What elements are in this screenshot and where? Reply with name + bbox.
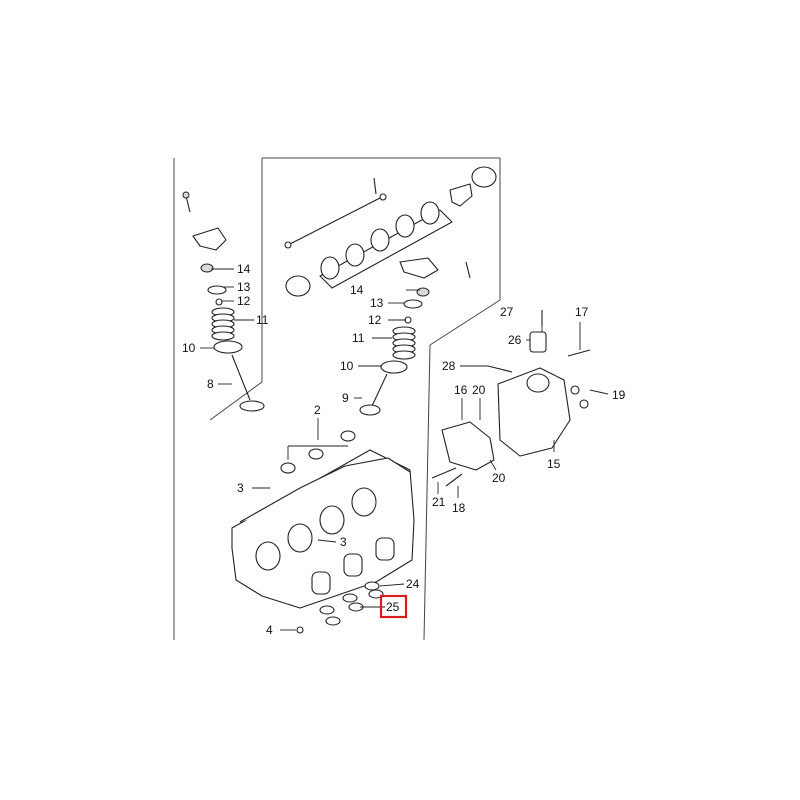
frame-lines [173,157,501,641]
callout-9: 9 [342,391,349,405]
callout-12-right: 12 [368,313,382,327]
right-valve-spring [392,326,416,360]
right-valve-train [359,287,430,416]
callout-24: 24 [406,577,420,591]
callout-leaders [200,268,609,631]
camshaft-assembly [284,166,497,297]
callout-2: 2 [314,403,321,417]
callout-17: 17 [575,305,589,319]
callout-28: 28 [442,359,456,373]
callout-10-left: 10 [182,341,196,355]
left-valve-train [182,191,265,412]
callout-16: 16 [454,383,468,397]
cylinder-head-body [231,449,415,634]
callout-26: 26 [508,333,522,347]
callout-27: 27 [500,305,514,319]
thermostat-housing-assembly [431,310,591,487]
callout-13-left: 13 [237,280,251,294]
callout-19: 19 [612,388,626,402]
callout-3-upper: 3 [237,481,244,495]
callout-21: 21 [432,495,446,509]
callout-8: 8 [207,377,214,391]
callout-12-left: 12 [237,294,251,308]
callout-18: 18 [452,501,466,515]
left-valve-spring [211,307,235,341]
callout-20-lower: 20 [492,471,506,485]
callout-3-lower: 3 [340,535,347,549]
callout-labels: 14 13 12 11 10 8 14 13 12 11 10 9 2 3 3 … [182,262,626,637]
callout-25-highlight-box [379,594,408,619]
callout-13-right: 13 [370,296,384,310]
callout-11-right: 11 [352,331,365,345]
callout-14-right: 14 [350,283,364,297]
callout-20-upper: 20 [472,383,486,397]
callout-10-right: 10 [340,359,354,373]
callout-25: 25 [386,600,400,614]
callout-11-left: 11 [256,313,269,327]
hydraulic-lifters [280,430,356,474]
callout-15: 15 [547,457,561,471]
callout-14-left: 14 [237,262,251,276]
callout-4: 4 [266,623,273,637]
